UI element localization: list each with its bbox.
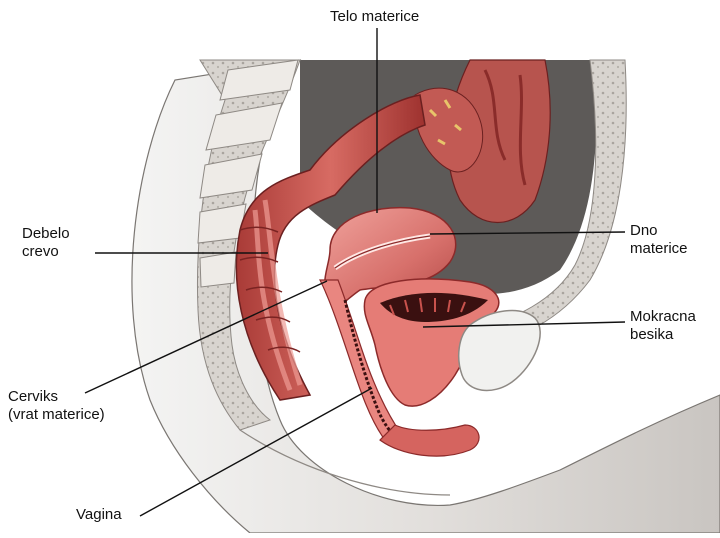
label-debelo-crevo-line1: Debelo xyxy=(22,225,70,243)
label-dno-materice-line1: Dno xyxy=(630,222,688,240)
label-mokracna-besika-line2: besika xyxy=(630,326,696,344)
label-mokracna-besika-line1: Mokracna xyxy=(630,308,696,326)
label-telo-materice: Telo materice xyxy=(330,8,419,26)
label-cerviks-line2: (vrat materice) xyxy=(8,406,105,424)
label-dno-materice: Dno materice xyxy=(630,222,688,258)
label-vagina-text: Vagina xyxy=(76,506,122,524)
label-telo-materice-text: Telo materice xyxy=(330,8,419,26)
label-dno-materice-line2: materice xyxy=(630,240,688,258)
label-cerviks: Cerviks (vrat materice) xyxy=(8,388,105,424)
label-mokracna-besika: Mokracna besika xyxy=(630,308,696,344)
pelvic-floor-muscles xyxy=(380,425,479,456)
label-vagina: Vagina xyxy=(76,506,122,524)
label-debelo-crevo: Debelo crevo xyxy=(22,225,70,261)
label-debelo-crevo-line2: crevo xyxy=(22,243,70,261)
label-cerviks-line1: Cerviks xyxy=(8,388,105,406)
